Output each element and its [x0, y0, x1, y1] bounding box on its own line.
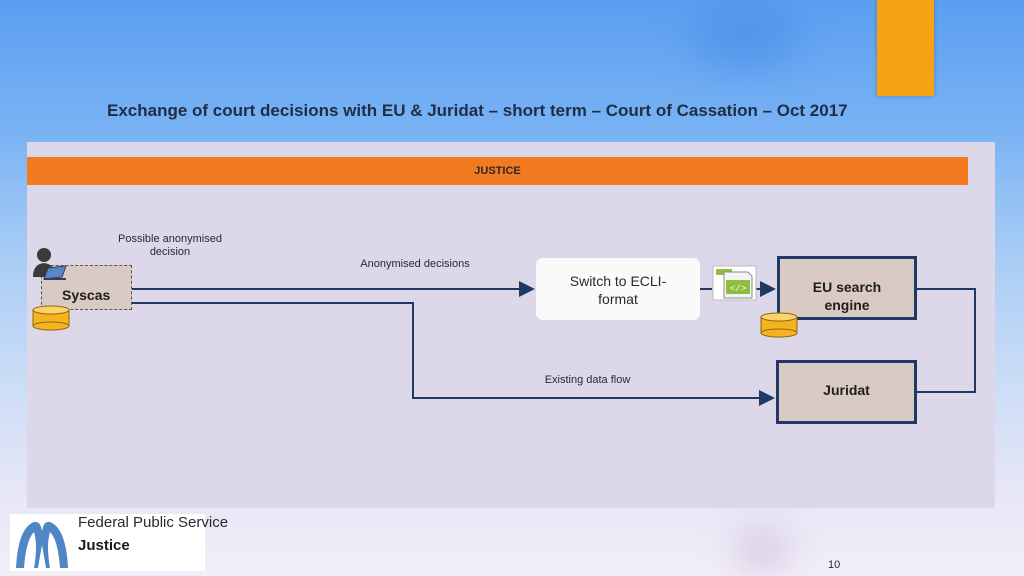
- juridat-node[interactable]: [776, 360, 917, 424]
- arrow-syscas-to-juridat: [132, 302, 775, 406]
- database-icon: [760, 312, 798, 338]
- slide-title: Exchange of court decisions with EU & Ju…: [107, 101, 848, 120]
- existing-data-flow-label: Existing data flow: [544, 374, 631, 386]
- logo-text-line1: Federal Public Service: [78, 514, 229, 531]
- syscas-label: Syscas: [62, 287, 111, 303]
- xml-file-icon: </>: [712, 265, 757, 301]
- svg-text:</>: </>: [730, 284, 746, 294]
- logo-text-line2: Justice: [78, 537, 130, 554]
- anonymised-decisions-label: Anonymised decisions: [360, 258, 470, 270]
- justice-band: [27, 157, 968, 185]
- ecli-switch-label: Switch to ECLI-format: [569, 273, 667, 307]
- diagram-panel: [27, 142, 995, 508]
- justice-band-label: JUSTICE: [474, 165, 521, 177]
- page-number: 10: [828, 559, 841, 571]
- database-icon: [32, 305, 70, 331]
- eu-search-engine-node[interactable]: [777, 256, 917, 320]
- person-laptop-icon: [33, 248, 67, 280]
- syscas-node[interactable]: [41, 265, 132, 310]
- connector-juridat-eu: [917, 288, 976, 393]
- decorative-tab: [877, 0, 934, 96]
- background-blur: [735, 530, 790, 570]
- ecli-switch-node[interactable]: [536, 258, 700, 320]
- juridat-label: Juridat: [823, 382, 870, 398]
- background-blur: [690, 0, 800, 70]
